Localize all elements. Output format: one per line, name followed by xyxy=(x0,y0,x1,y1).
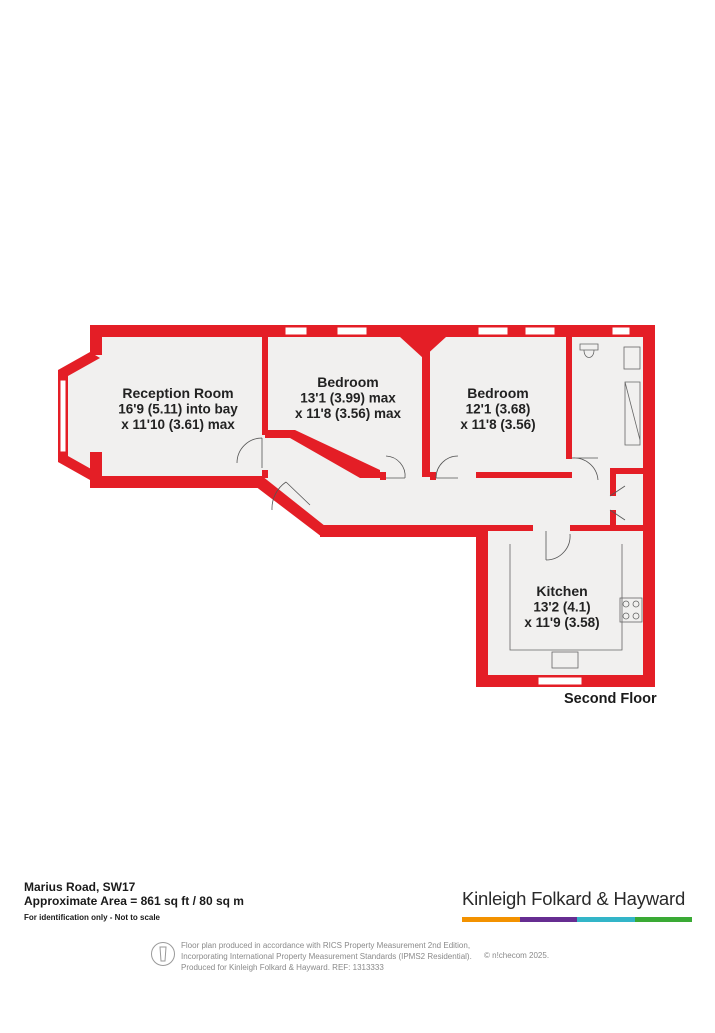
bay-window-floor xyxy=(68,350,100,478)
credit: © n!checom 2025. xyxy=(484,951,550,960)
room-dimension: x 11'10 (3.61) max xyxy=(121,417,235,432)
walls xyxy=(58,325,655,687)
measurement-icon xyxy=(151,942,175,966)
brand-name: Kinleigh Folkard & Hayward xyxy=(462,888,686,909)
room-name: Kitchen xyxy=(536,583,587,599)
room-dimension: x 11'8 (3.56) xyxy=(460,417,535,432)
room-dimension: 16'9 (5.11) into bay xyxy=(118,402,238,417)
kitchen-counter xyxy=(509,544,623,651)
brand-color-bar xyxy=(462,917,692,922)
floor-area xyxy=(100,335,645,680)
room-name: Bedroom xyxy=(317,374,378,390)
disclaimer-line: Incorporating International Property Mea… xyxy=(181,952,472,961)
property-address: Marius Road, SW17 xyxy=(24,880,136,894)
floor-label: Second Floor xyxy=(564,691,657,707)
brand-bar-green xyxy=(634,917,692,922)
room-dimension: x 11'8 (3.56) max xyxy=(295,406,402,421)
room-name: Reception Room xyxy=(122,385,233,401)
kitchen-sink-icon xyxy=(551,651,579,669)
sink-icon xyxy=(623,346,641,370)
property-info: Marius Road, SW17 Approximate Area = 861… xyxy=(24,880,244,925)
fixtures xyxy=(509,343,643,669)
scale-note: For identification only - Not to scale xyxy=(24,913,161,922)
disclaimer: Floor plan produced in accordance with R… xyxy=(181,940,472,973)
room-dimension: 13'2 (4.1) xyxy=(533,600,590,615)
disclaimer-line: Floor plan produced in accordance with R… xyxy=(181,941,471,950)
room-dimension: 12'1 (3.68) xyxy=(466,402,531,417)
room-name: Bedroom xyxy=(467,385,528,401)
windows xyxy=(59,326,631,686)
doors xyxy=(236,437,626,561)
disclaimer-line: Produced for Kinleigh Folkard & Hayward.… xyxy=(181,963,384,972)
property-area: Approximate Area = 861 sq ft / 80 sq m xyxy=(24,894,244,908)
bath-icon xyxy=(624,381,641,446)
room-dimension: 13'1 (3.99) max xyxy=(300,391,396,406)
hob-icon xyxy=(619,597,643,623)
brand-bar-purple xyxy=(519,917,577,922)
toilet-icon xyxy=(579,343,599,358)
room-dimension: x 11'9 (3.58) xyxy=(524,615,599,630)
brand-bar-orange xyxy=(462,917,520,922)
brand-bar-cyan xyxy=(577,917,635,922)
